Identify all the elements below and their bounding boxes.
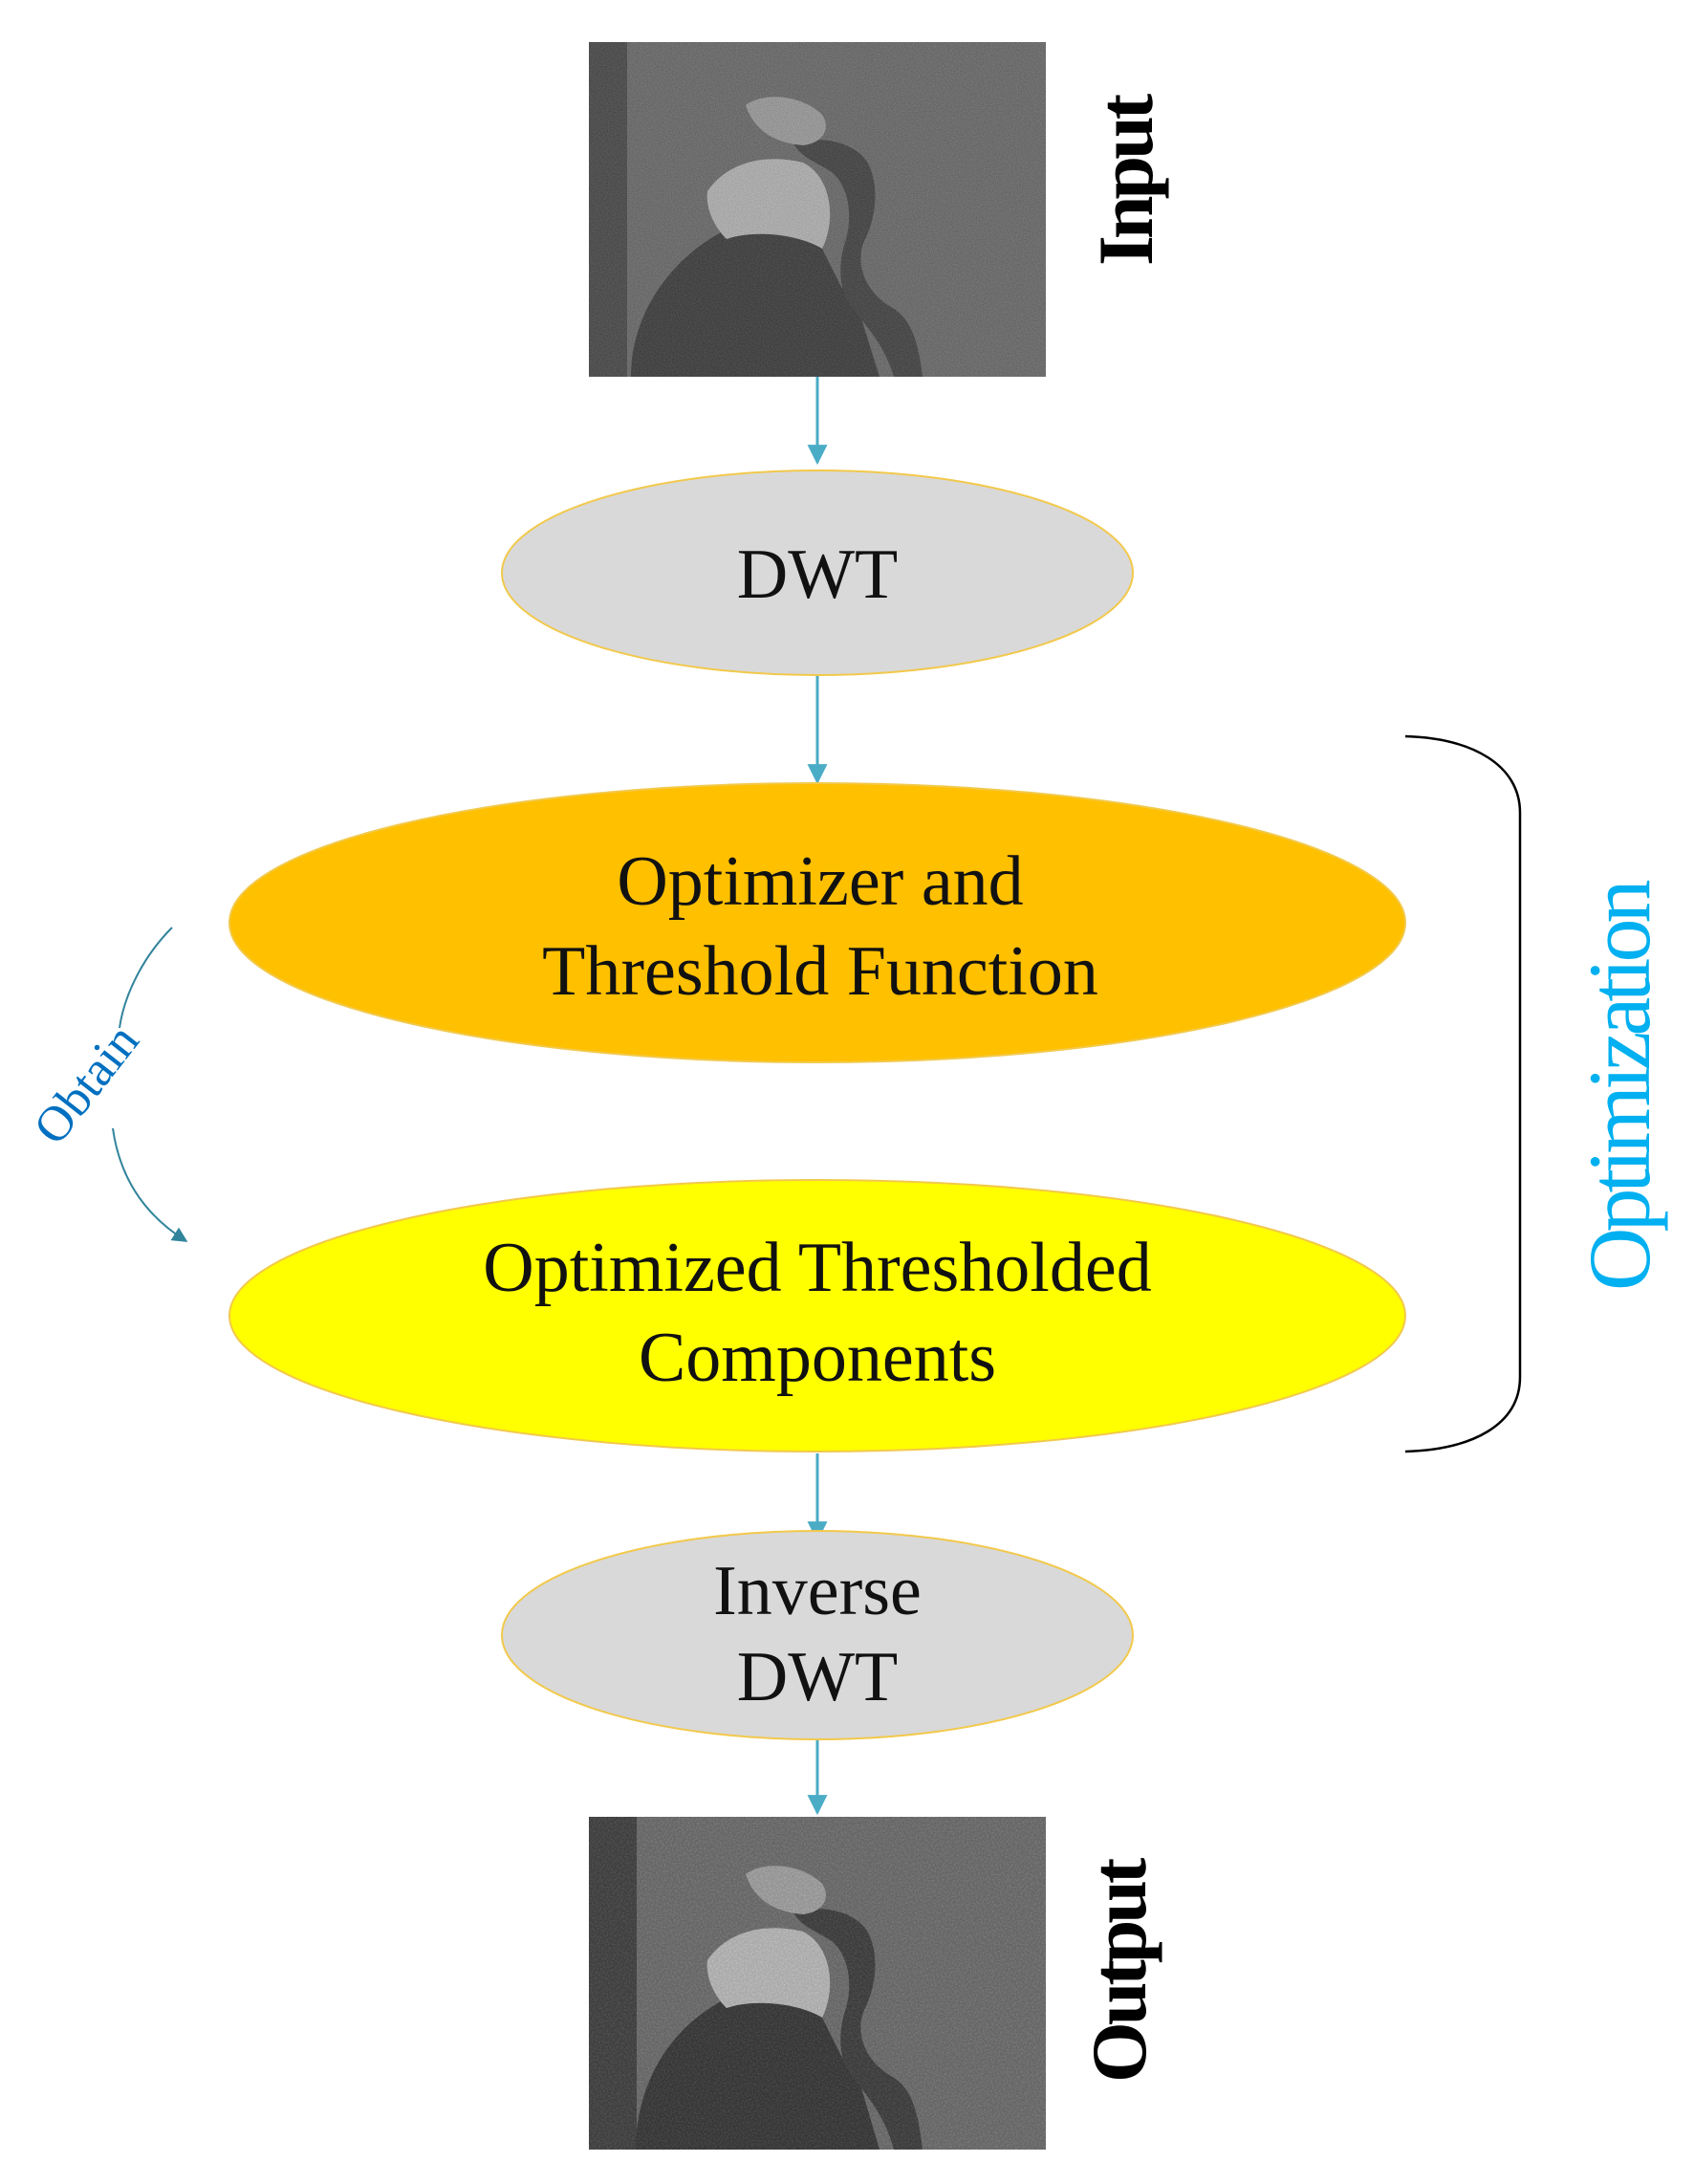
output-image (589, 1817, 1046, 2150)
inverse-dwt-ellipse (501, 1530, 1134, 1740)
optimizer-label-line2: Threshold Function (542, 932, 1098, 1011)
optimizer-ellipse (228, 782, 1406, 1063)
obtain-label: Obtain (24, 1015, 150, 1155)
dwt-ellipse (501, 470, 1134, 676)
components-ellipse (228, 1179, 1406, 1452)
output-label: Output (1075, 1858, 1162, 2083)
dwt-label: DWT (737, 535, 899, 614)
components-label-line2: Components (639, 1319, 996, 1397)
obtain-arrow-top (119, 927, 173, 1029)
inverse-dwt-label-line1: Inverse (713, 1552, 922, 1630)
components-label-line1: Optimized Thresholded (483, 1229, 1151, 1307)
inverse-dwt-label-line2: DWT (737, 1638, 899, 1716)
optimization-bracket (1404, 734, 1522, 1453)
input-label: Input (1082, 94, 1169, 266)
components-node: Optimized Thresholded Components (228, 1179, 1406, 1452)
obtain-arrow-bottom (112, 1127, 188, 1242)
optimizer-label-line1: Optimizer and (617, 842, 1023, 921)
input-image (589, 42, 1046, 377)
optimizer-node: Optimizer and Threshold Function (228, 782, 1406, 1063)
dwt-node: DWT (501, 470, 1134, 676)
optimization-label: Optimization (1571, 881, 1668, 1291)
inverse-dwt-node: Inverse DWT (501, 1530, 1134, 1740)
